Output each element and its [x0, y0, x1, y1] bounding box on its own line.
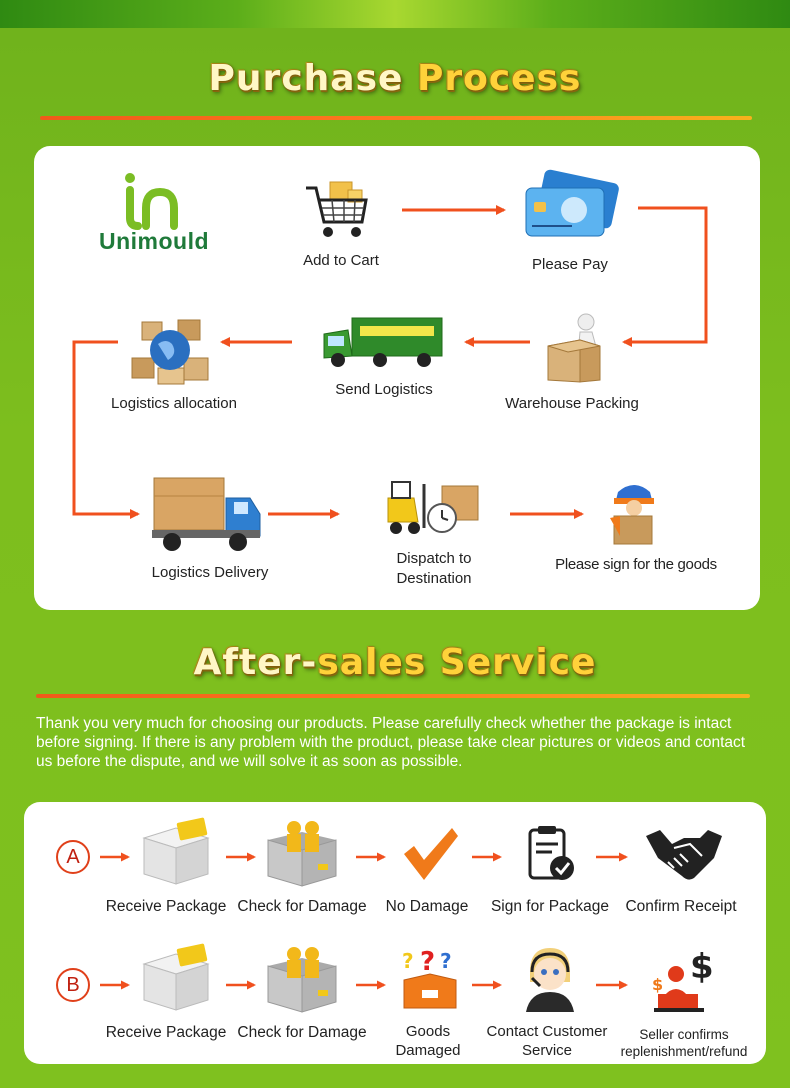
- forklift-icon: [384, 478, 480, 540]
- unimould-logo-icon: [125, 173, 178, 230]
- aftersales-underline: [36, 694, 750, 698]
- step-label-logistics-allocation: Logistics allocation: [111, 395, 237, 412]
- arrow-pay-to-packing: [622, 206, 708, 347]
- aftersales-title: After-sales Service: [0, 642, 790, 683]
- svg-text:?: ?: [440, 949, 452, 973]
- svg-text:?: ?: [420, 947, 435, 977]
- clipboard-icon: [524, 824, 578, 884]
- row-b-receive-package: Receive Package: [105, 1024, 227, 1041]
- credit-card-icon: [522, 169, 622, 244]
- aftersales-description: Thank you very much for choosing our pro…: [36, 715, 746, 770]
- damaged-box-icon: ???: [398, 947, 462, 1012]
- row-b-seller-confirms: Seller confirms replenishment/refund: [620, 1027, 748, 1059]
- customer-service-icon: [520, 942, 580, 1014]
- row-b-marker: B: [56, 968, 90, 1002]
- delivery-truck-icon: [150, 474, 264, 556]
- svg-text:$: $: [652, 975, 663, 994]
- svg-text:$: $: [690, 947, 714, 987]
- row-a-marker: A: [56, 840, 90, 874]
- step-label-send-logistics: Send Logistics: [335, 381, 433, 398]
- green-truck-icon: [320, 314, 446, 370]
- package-icon: [140, 814, 212, 888]
- courier-icon: [608, 478, 660, 546]
- purchase-process-title: Purchase Process: [0, 58, 790, 99]
- process-arrows: [72, 205, 708, 519]
- row-b-check-damage: Check for Damage: [237, 1024, 367, 1041]
- aftersales-arrows: [100, 852, 628, 990]
- title-part-2: Process: [416, 58, 582, 99]
- handshake-icon: [644, 826, 724, 882]
- open-box-icon-b: [262, 940, 342, 1014]
- row-b-contact-service: Contact Customer Service: [486, 1023, 608, 1059]
- step-label-dispatch: Dispatch to Destination: [396, 550, 472, 587]
- row-a-sign-package: Sign for Package: [490, 898, 610, 915]
- brand-name: Unimould: [98, 228, 210, 254]
- shopping-cart-icon: [300, 178, 372, 242]
- svg-text:?: ?: [402, 949, 414, 973]
- aftersales-title-part-1: After-: [193, 642, 318, 683]
- open-box-icon: [262, 814, 342, 888]
- packing-box-icon: [544, 310, 610, 384]
- arrow-allocation-to-delivery: [72, 340, 140, 519]
- step-label-warehouse-packing: Warehouse Packing: [505, 395, 639, 412]
- title-part-1: Purchase: [208, 58, 417, 99]
- brand-logo: Unimould: [84, 172, 224, 262]
- row-a-no-damage: No Damage: [385, 898, 469, 915]
- aftersales-title-part-2: sales Service: [317, 642, 597, 683]
- step-label-please-sign: Please sign for the goods: [555, 556, 717, 573]
- title-underline: [40, 116, 752, 120]
- step-label-add-to-cart: Add to Cart: [303, 252, 379, 269]
- seller-refund-icon: $$: [650, 947, 718, 1014]
- top-band: [0, 0, 790, 28]
- row-a-receive-package: Receive Package: [105, 898, 227, 915]
- row-b-goods-damaged: Goods Damaged: [395, 1023, 461, 1059]
- row-a-check-damage: Check for Damage: [237, 898, 367, 915]
- package-icon-b: [140, 940, 212, 1014]
- globe-boxes-icon: [128, 314, 212, 388]
- step-label-please-pay: Please Pay: [532, 256, 608, 273]
- step-label-logistics-delivery: Logistics Delivery: [151, 564, 269, 581]
- row-a-confirm-receipt: Confirm Receipt: [625, 898, 737, 915]
- checkmark-icon: [400, 826, 460, 882]
